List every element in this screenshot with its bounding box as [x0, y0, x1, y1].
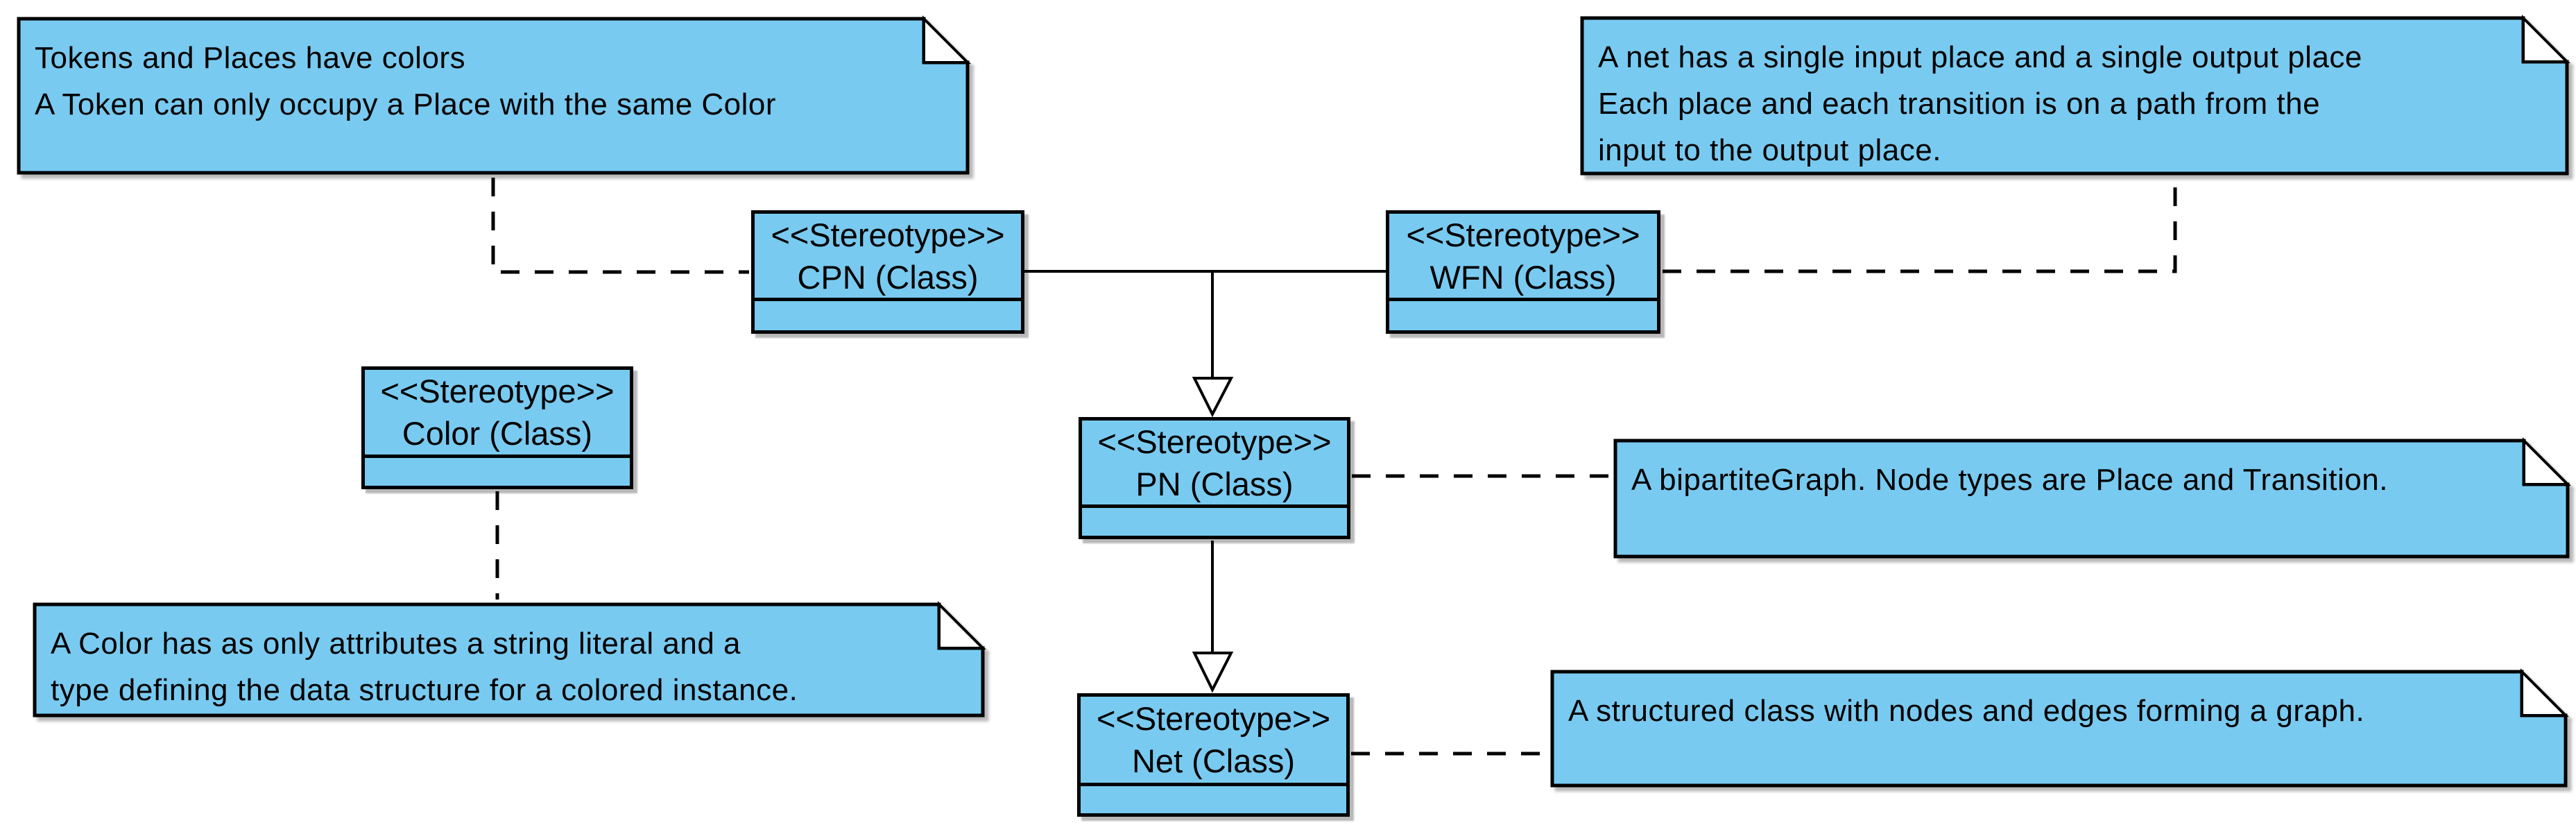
- class-name: Color (Class): [402, 415, 593, 452]
- stereotype-label: <<Stereotype>>: [1406, 216, 1640, 253]
- class-box-title: <<Stereotype>> WFN (Class): [1389, 214, 1657, 301]
- class-box-title: <<Stereotype>> Net (Class): [1081, 697, 1346, 786]
- class-name: WFN (Class): [1429, 258, 1617, 296]
- note-fold-ear: [2523, 437, 2571, 486]
- class-name: PN (Class): [1135, 465, 1294, 502]
- note-text: Tokens and Places have colors A Token ca…: [35, 35, 911, 169]
- note-line: Tokens and Places have colors: [35, 41, 466, 75]
- note-workflow-net: A net has a single input place and a sin…: [1580, 15, 2570, 176]
- note-shape: [17, 15, 971, 175]
- note-line: A net has a single input place and a sin…: [1598, 40, 2362, 74]
- stereotype-label: <<Stereotype>>: [1097, 423, 1332, 460]
- note-fold-ear: [2521, 668, 2569, 717]
- note-fold-ear: [922, 15, 971, 64]
- class-box-cpn: <<Stereotype>> CPN (Class): [751, 210, 1024, 334]
- anchor-tokens-note-to-cpn: [491, 178, 749, 274]
- class-box-title: <<Stereotype>> PN (Class): [1082, 421, 1347, 508]
- class-name: Net (Class): [1131, 742, 1296, 779]
- class-box-title: <<Stereotype>> CPN (Class): [755, 214, 1021, 301]
- class-name: CPN (Class): [797, 258, 979, 296]
- note-text: A net has a single input place and a sin…: [1598, 34, 2511, 170]
- note-structured-class: A structured class with nodes and edges …: [1550, 668, 2569, 788]
- class-box-color: <<Stereotype>> Color (Class): [361, 366, 633, 489]
- note-shape: [1550, 668, 2569, 788]
- class-box-wfn: <<Stereotype>> WFN (Class): [1386, 210, 1660, 334]
- stereotype-label: <<Stereotype>>: [380, 373, 615, 409]
- note-bipartite-graph: A bipartiteGraph. Node types are Place a…: [1613, 437, 2571, 559]
- note-line: A bipartiteGraph. Node types are Place a…: [1631, 463, 2388, 497]
- class-box-attributes-compartment: [1081, 786, 1346, 813]
- note-text: A Color has as only attributes a string …: [51, 620, 927, 712]
- class-box-attributes-compartment: [1389, 301, 1657, 330]
- note-line: A Color has as only attributes a string …: [51, 627, 741, 661]
- class-box-attributes-compartment: [1082, 508, 1347, 536]
- note-color-attributes: A Color has as only attributes a string …: [33, 601, 986, 718]
- generalization-arrowhead-net: [1192, 652, 1234, 693]
- note-shape: [33, 601, 986, 718]
- note-line: input to the output place.: [1598, 133, 1941, 167]
- note-shape: [1613, 437, 2571, 559]
- note-fold-ear: [2522, 15, 2570, 63]
- note-line: Each place and each transition is on a p…: [1598, 87, 2321, 121]
- stereotype-label: <<Stereotype>>: [1096, 700, 1331, 737]
- class-box-attributes-compartment: [755, 301, 1021, 330]
- generalization-arrowhead-pn: [1192, 377, 1234, 418]
- stereotype-label: <<Stereotype>>: [771, 216, 1005, 253]
- note-line: type defining the data structure for a c…: [51, 673, 798, 707]
- class-box-attributes-compartment: [365, 458, 630, 486]
- anchor-wfn-to-wfn-note: [1663, 178, 2177, 273]
- note-fold-ear: [938, 601, 986, 650]
- class-box-pn: <<Stereotype>> PN (Class): [1079, 417, 1350, 539]
- note-tokens-places: Tokens and Places have colors A Token ca…: [17, 15, 971, 175]
- note-text: A structured class with nodes and edges …: [1568, 688, 2509, 782]
- note-shape: [1580, 15, 2570, 176]
- class-box-net: <<Stereotype>> Net (Class): [1077, 693, 1350, 817]
- note-line: A Token can only occupy a Place with the…: [35, 87, 777, 121]
- note-line: A structured class with nodes and edges …: [1568, 694, 2365, 728]
- note-text: A bipartiteGraph. Node types are Place a…: [1631, 457, 2511, 553]
- generalization-cpn-wfn-line: [1024, 270, 1386, 378]
- class-box-title: <<Stereotype>> Color (Class): [365, 370, 630, 458]
